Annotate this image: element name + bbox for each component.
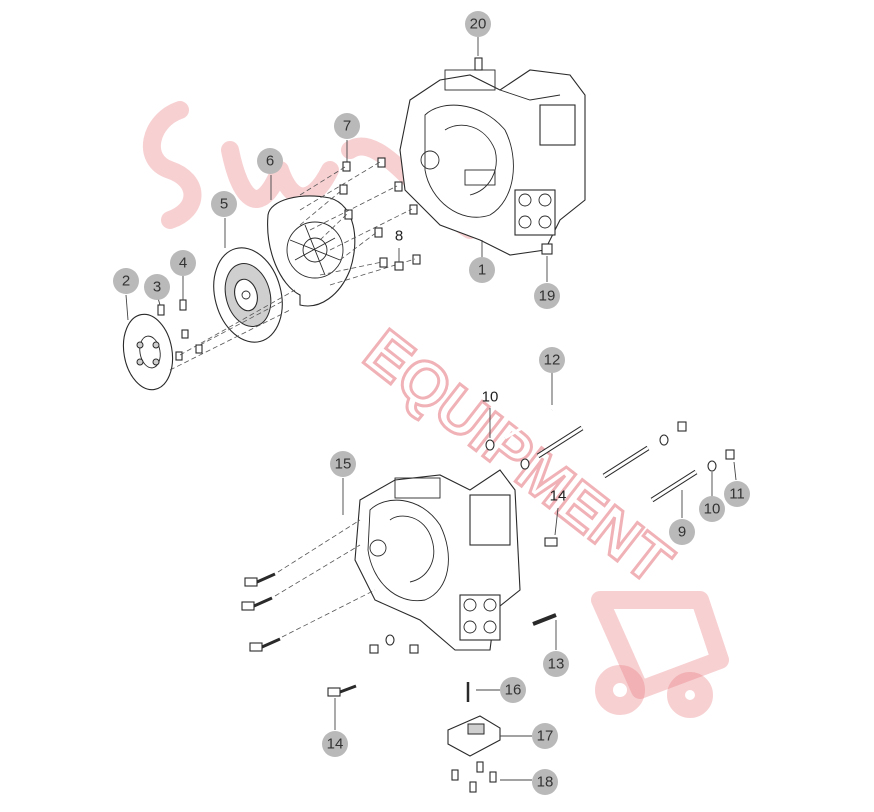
callout-6: 6	[257, 148, 283, 174]
svg-text:2: 2	[122, 273, 130, 290]
callout-11: 11	[724, 481, 750, 507]
callout-16: 16	[500, 677, 526, 703]
callout-14-upper: 14	[550, 488, 567, 505]
callout-2: 2	[113, 268, 139, 294]
callout-18: 18	[532, 769, 558, 795]
part-lower-housing	[354, 469, 521, 651]
svg-text:15: 15	[335, 456, 352, 473]
part-12-studs	[504, 372, 584, 459]
part-6-clutch-cover	[267, 175, 356, 307]
callout-12: 12	[539, 347, 565, 373]
svg-text:6: 6	[266, 153, 274, 170]
part-13-bolt	[532, 613, 557, 650]
part-9-studs	[602, 445, 698, 518]
svg-text:10: 10	[704, 501, 721, 518]
part-19-plug	[541, 243, 553, 282]
part-7-bolts	[299, 140, 421, 286]
callout-14-lower: 14	[322, 731, 348, 757]
svg-text:13: 13	[548, 656, 565, 673]
callout-15: 15	[330, 451, 356, 477]
svg-text:19: 19	[539, 288, 556, 305]
callout-10-upper: 10	[482, 389, 499, 406]
part-11-nuts	[677, 421, 737, 481]
part-3-4-bolts	[157, 276, 203, 361]
callout-7: 7	[334, 113, 360, 139]
part-1-housing	[399, 69, 586, 256]
callout-3: 3	[144, 274, 170, 300]
svg-text:18: 18	[537, 774, 554, 791]
svg-text:14: 14	[327, 736, 344, 753]
svg-text:11: 11	[729, 486, 745, 503]
svg-text:12: 12	[544, 352, 561, 369]
part-15-bolts	[241, 478, 376, 652]
part-14-plug-upper	[544, 507, 559, 547]
callout-9: 9	[669, 519, 695, 545]
part-17-cover-plate	[447, 715, 532, 757]
callout-19: 19	[534, 283, 560, 309]
svg-text:1: 1	[478, 262, 486, 279]
svg-text:9: 9	[678, 524, 686, 541]
part-10-washers	[485, 408, 717, 498]
callout-1: 1	[469, 257, 495, 283]
callout-8: 8	[395, 228, 403, 245]
callout-13: 13	[543, 651, 569, 677]
svg-text:7: 7	[343, 118, 351, 135]
callout-20: 20	[465, 11, 491, 37]
svg-text:3: 3	[153, 279, 161, 296]
svg-text:16: 16	[505, 682, 522, 699]
callout-4: 4	[170, 250, 196, 276]
part-5-clutch-disc	[213, 218, 283, 343]
part-washers-lower	[369, 634, 419, 654]
svg-text:4: 4	[179, 255, 187, 272]
part-18-bolts	[451, 761, 532, 793]
part-16-pin	[466, 682, 500, 702]
callout-10-lower: 10	[699, 496, 725, 522]
part-14-bolt-lower	[327, 684, 357, 730]
callout-17: 17	[532, 723, 558, 749]
part-8-bolts	[394, 248, 404, 271]
svg-text:5: 5	[220, 196, 228, 213]
callout-5: 5	[211, 191, 237, 217]
svg-text:17: 17	[537, 728, 554, 745]
part-2-drive-plate	[122, 294, 174, 391]
svg-text:20: 20	[470, 16, 487, 33]
part-20-bolt	[474, 37, 483, 71]
